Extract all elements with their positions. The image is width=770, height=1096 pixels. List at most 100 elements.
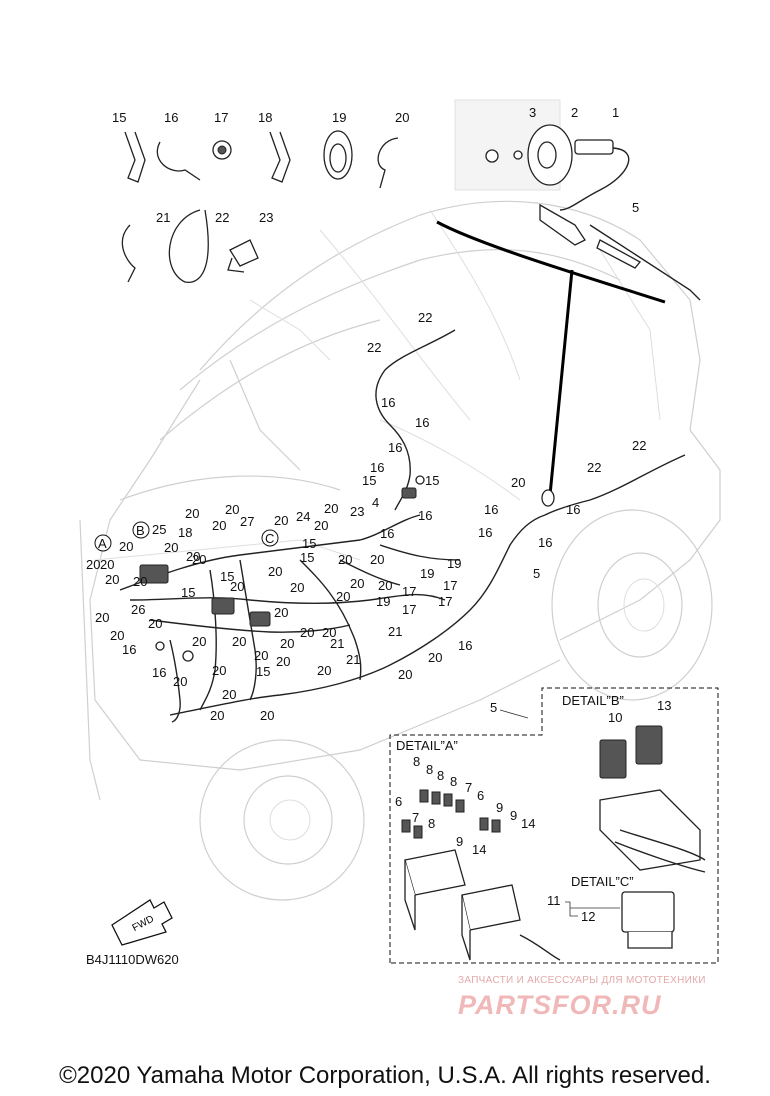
drawing-code: B4J1110DW620 (86, 952, 179, 967)
part-label-1: 1 (612, 105, 619, 120)
part-label-16d: 16 (388, 440, 402, 455)
part-label-15: 15 (112, 110, 126, 125)
part-label-16f: 16 (484, 502, 498, 517)
part-label-20g: 20 (185, 506, 199, 521)
part-label-20al: 20 (317, 663, 331, 678)
part-label-20t: 20 (230, 579, 244, 594)
part-label-20e: 20 (225, 502, 239, 517)
part-label-16h: 16 (478, 525, 492, 540)
detail-b-title: DETAIL”B” (562, 693, 624, 708)
copyright-footer: ©2020 Yamaha Motor Corporation, U.S.A. A… (59, 1062, 711, 1089)
part-label-20v: 20 (212, 663, 226, 678)
part-label-10: 10 (608, 710, 622, 725)
part-label-20z: 20 (232, 634, 246, 649)
part-label-20k: 20 (100, 557, 114, 572)
part-label-20ab: 20 (276, 654, 290, 669)
part-label-20am: 20 (398, 667, 412, 682)
part-label-20af: 20 (322, 625, 336, 640)
part-label-14a: 14 (521, 816, 535, 831)
part-label-16b: 16 (381, 395, 395, 410)
part-label-20w: 20 (222, 687, 236, 702)
part-label-20ak: 20 (350, 576, 364, 591)
part-label-17d: 17 (402, 602, 416, 617)
part-label-20ap: 20 (378, 578, 392, 593)
part-label-20l: 20 (133, 574, 147, 589)
part-label-16: 16 (164, 110, 178, 125)
part-label-19: 19 (332, 110, 346, 125)
part-label-15e: 15 (220, 569, 234, 584)
part-label-15c: 15 (362, 473, 376, 488)
clamp-icons (121, 130, 399, 283)
part-label-27: 27 (240, 514, 254, 529)
part-label-22: 22 (215, 210, 229, 225)
part-label-15f: 15 (256, 664, 270, 679)
part-label-7b: 7 (412, 810, 419, 825)
part-label-20: 20 (395, 110, 409, 125)
part-label-20ad: 20 (274, 605, 288, 620)
part-label-9b: 9 (510, 808, 517, 823)
part-label-21b: 21 (388, 624, 402, 639)
part-label-16n: 16 (458, 638, 472, 653)
detail-a-title: DETAIL”A” (396, 738, 458, 753)
part-label-20c: 20 (314, 518, 328, 533)
part-label-16g: 16 (566, 502, 580, 517)
part-label-20an: 20 (428, 650, 442, 665)
part-label-20i: 20 (164, 540, 178, 555)
part-label-22d: 22 (632, 438, 646, 453)
part-label-9a: 9 (496, 800, 503, 815)
part-label-16l: 16 (152, 665, 166, 680)
part-label-23: 23 (259, 210, 273, 225)
part-label-16c: 16 (415, 415, 429, 430)
part-label-19a: 19 (376, 594, 390, 609)
part-label-16i: 16 (538, 535, 552, 550)
part-label-18b: 18 (178, 525, 192, 540)
part-label-25: 25 (152, 522, 166, 537)
part-label-15g: 15 (300, 550, 314, 565)
part-label-17b: 17 (443, 578, 457, 593)
watermark-brand: PARTSFOR.RU (458, 990, 662, 1020)
part-label-20ai: 20 (268, 564, 282, 579)
part-label-6a: 6 (477, 788, 484, 803)
part-label-2: 2 (571, 105, 578, 120)
callout-c: C (265, 531, 274, 546)
callout-a: A (98, 536, 107, 551)
part-label-5c: 5 (490, 700, 497, 715)
part-label-5: 5 (632, 200, 639, 215)
part-label-20s: 20 (192, 552, 206, 567)
fwd-arrow: FWD (111, 899, 173, 946)
part-label-20p: 20 (148, 616, 162, 631)
part-label-12: 12 (581, 909, 595, 924)
part-label-16e: 16 (370, 460, 384, 475)
part-label-23b: 23 (350, 504, 364, 519)
part-label-15h: 15 (302, 536, 316, 551)
part-label-20y: 20 (260, 708, 274, 723)
callouts: A B C (94, 521, 279, 552)
part-label-20o: 20 (95, 610, 109, 625)
part-label-19c: 19 (420, 566, 434, 581)
part-label-8c: 8 (437, 768, 444, 783)
part-label-20u: 20 (192, 634, 206, 649)
part-label-18: 18 (258, 110, 272, 125)
part-label-26: 26 (131, 602, 145, 617)
part-label-17: 17 (214, 110, 228, 125)
part-label-21c: 21 (346, 652, 360, 667)
part-label-20ag: 20 (336, 589, 350, 604)
part-labels: 15 16 17 18 19 20 21 22 23 3 2 1 5 22 22… (86, 105, 646, 723)
part-label-20j: 20 (186, 549, 200, 564)
part-label-20h: 20 (119, 539, 133, 554)
part-label-20aa: 20 (254, 648, 268, 663)
part-label-5b: 5 (533, 566, 540, 581)
part-label-4: 4 (372, 495, 379, 510)
part-label-21: 21 (156, 210, 170, 225)
part-label-16k: 16 (122, 642, 136, 657)
part-label-20m: 20 (86, 557, 100, 572)
part-label-17a: 17 (402, 584, 416, 599)
part-label-20r: 20 (173, 674, 187, 689)
part-label-15d: 15 (181, 585, 195, 600)
part-label-3: 3 (529, 105, 536, 120)
watermark-tagline: ЗАПЧАСТИ И АКСЕССУАРЫ ДЛЯ МОТОТЕХНИКИ (458, 975, 706, 986)
part-label-22e: 22 (587, 460, 601, 475)
part-label-16m: 16 (380, 526, 394, 541)
part-label-21a: 21 (330, 636, 344, 651)
